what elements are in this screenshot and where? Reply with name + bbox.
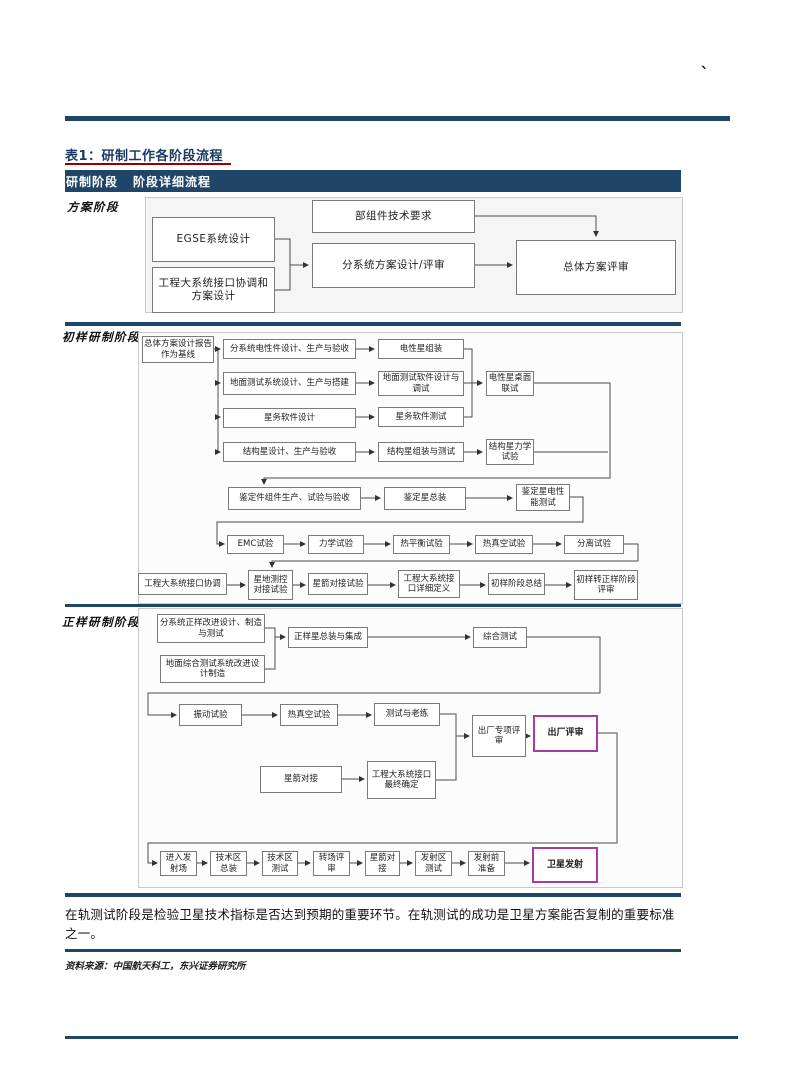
flow-node-xingdi: 星地测控对接试验 [248, 570, 293, 600]
flow-node-xingjian2: 星箭对接 [260, 766, 342, 793]
flow-node-jianding-assy: 鉴定星总装 [384, 487, 466, 510]
flow-node-dimian-gaijin: 地面综合测试系统改进设计制造 [160, 655, 265, 683]
table-header-band [65, 170, 681, 192]
flow-node-desktop: 电性星桌面联试 [486, 371, 534, 396]
flow-node-lixue: 力学试验 [308, 535, 364, 554]
flow-node-pingshen: 初样转正样阶段评审 [574, 570, 638, 600]
flow-node-fashequ: 发射区测试 [415, 851, 452, 876]
flow-node-jianding-parts: 鉴定件组件生产、试验与验收 [228, 487, 361, 510]
flow-node-dianxing-design: 分系统电性件设计、生产与验收 [223, 339, 356, 359]
header-col-phase: 研制阶段 [66, 175, 119, 189]
flow-node-baseline: 总体方案设计报告作为基线 [142, 336, 214, 363]
flow-node-dianxing-assy: 电性星组装 [378, 339, 464, 359]
flow-node-fenxitong: 分系统方案设计/评审 [312, 243, 475, 288]
flow-node-xingjian-test: 星箭对接试验 [308, 573, 368, 595]
flow-node-rezhenkong2: 热真空试验 [280, 704, 338, 726]
flow-node-zongjie: 初样阶段总结 [488, 573, 545, 595]
flow-node-rezhenkong: 热真空试验 [475, 535, 533, 554]
flow-node-emc: EMC试验 [227, 535, 284, 554]
flow-node-egse: EGSE系统设计 [152, 217, 275, 262]
flow-node-xingwu-design: 星务软件设计 [223, 408, 356, 428]
flow-node-chuchang-zhuanxiang: 出厂专项评审 [472, 715, 526, 757]
phase-label-scheme: 方案阶段 [67, 200, 119, 214]
flow-node-jiegou-force: 结构星力学试验 [486, 439, 534, 465]
flow-node-daxitong: 工程大系统接口协调和方案设计 [152, 267, 275, 313]
flow-node-zongti: 总体方案评审 [516, 240, 676, 295]
flow-node-zongzhuang: 正样星总装与集成 [288, 627, 368, 648]
phase-label-zhengyang: 正样研制阶段 [62, 615, 140, 629]
title-red-rule [65, 163, 231, 165]
header-col-flow: 阶段详细流程 [133, 175, 212, 189]
row-separator-1 [65, 322, 681, 326]
stray-mark: ` [700, 64, 709, 85]
flow-node-laolian: 测试与老练 [374, 703, 440, 726]
flow-node-zhendong: 振动试验 [179, 704, 242, 726]
flow-node-chuchang: 出厂评审 [533, 715, 598, 752]
flow-node-xingwu-test: 星务软件测试 [378, 407, 464, 427]
flow-node-fenli: 分离试验 [564, 535, 624, 554]
flow-node-fasheqian: 发射前准备 [468, 851, 505, 876]
flow-node-jiegou-assy: 结构星组装与测试 [378, 442, 464, 462]
top-rule [65, 116, 730, 121]
flow-node-jishu-zongzhuang: 技术区总装 [210, 851, 247, 876]
page-bottom-rule [65, 1036, 738, 1039]
flow-node-dimian-design: 地面测试系统设计、生产与搭建 [223, 372, 356, 395]
flow-node-zonghe: 综合测试 [473, 627, 527, 648]
flow-node-jiekou-xietiao: 工程大系统接口协调 [138, 573, 227, 595]
flow-node-zhuanchang: 转场评审 [313, 851, 350, 876]
table-title: 表1：研制工作各阶段流程 [65, 149, 224, 164]
flow-node-jianding-elec: 鉴定星电性能测试 [516, 484, 570, 511]
flow-node-xingjian3: 星箭对接 [365, 851, 400, 876]
flow-node-gaijin: 分系统正样改进设计、制造与测试 [157, 614, 265, 643]
flow-node-jinru: 进入发射场 [160, 851, 197, 876]
flow-node-buzujian: 部组件技术要求 [312, 200, 475, 233]
source-line: 资料来源：中国航天科工，东兴证券研究所 [65, 961, 246, 972]
flow-panel-zhengyang [138, 608, 683, 888]
flow-node-jiekou-final: 工程大系统接口最终确定 [367, 761, 436, 799]
flow-node-jiegou-design: 结构星设计、生产与验收 [223, 442, 356, 462]
flow-node-dimian-soft: 地面测试软件设计与调试 [378, 371, 464, 396]
note-bottom-rule [65, 949, 681, 952]
table-note: 在轨测试阶段是检验卫星技术指标是否达到预期的重要环节。在轨测试的成功是卫星方案能… [65, 907, 675, 941]
table-bottom-rule [65, 893, 681, 897]
phase-label-chuyang: 初样研制阶段 [62, 330, 140, 344]
flow-node-repingheng: 热平衡试验 [393, 535, 450, 554]
flow-node-jiekou-dingyi: 工程大系统接口详细定义 [398, 570, 460, 598]
row-separator-2 [65, 604, 681, 607]
flow-node-weixing: 卫星发射 [532, 847, 598, 883]
flow-node-jishu-ceshi: 技术区测试 [262, 851, 298, 876]
